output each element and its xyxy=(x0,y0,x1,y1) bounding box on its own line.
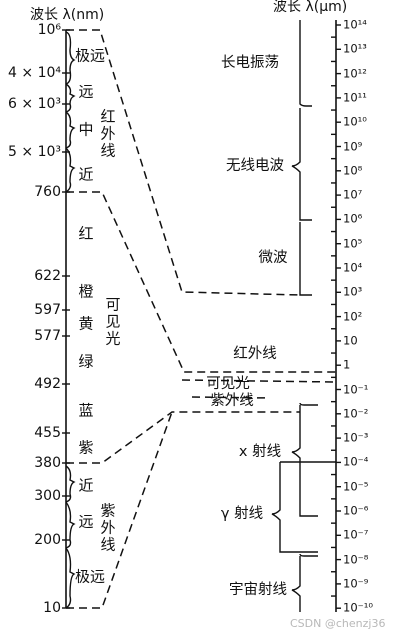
left-tick-label: 455 xyxy=(34,425,61,441)
dash-ir-visible xyxy=(66,191,336,373)
right-tick-label: 10⁻⁷ xyxy=(343,527,369,542)
brace-ir-mid xyxy=(65,111,76,149)
dash-visible-violet xyxy=(191,396,271,399)
region-microwave: 微波 xyxy=(258,249,288,266)
region-radio: 无线电波 xyxy=(226,157,284,174)
left-tick-label: 577 xyxy=(34,328,61,344)
brace-right-gamma xyxy=(271,461,336,553)
brace-uv-far xyxy=(65,501,76,549)
right-tick-label: 10⁴ xyxy=(343,260,363,275)
right-tick-label: 10¹⁴ xyxy=(343,17,367,32)
band-uv-far: 远 xyxy=(78,512,94,531)
dash-uv-bottom xyxy=(66,411,173,609)
band-red: 红 xyxy=(78,224,94,243)
brace-right-xray xyxy=(291,402,318,517)
brace-ir-far xyxy=(65,31,76,85)
right-tick-label: 10⁻¹ xyxy=(343,381,369,396)
band-ir-mid-far: 远 xyxy=(78,82,94,101)
dash-visible-uv xyxy=(66,411,300,464)
brace-ir-mid-far xyxy=(65,83,76,113)
left-tick-label: 380 xyxy=(34,455,61,471)
right-tick-label: 10⁻¹⁰ xyxy=(343,600,373,615)
left-tick-label: 6 × 10³ xyxy=(8,96,61,112)
right-tick-label: 10 xyxy=(343,333,358,348)
ultraviolet-label-left: 紫外线 xyxy=(98,502,117,554)
left-tick-label: 597 xyxy=(34,302,61,318)
band-uv-near: 近 xyxy=(78,476,94,495)
band-green: 绿 xyxy=(78,352,94,371)
right-tick-label: 10⁹ xyxy=(343,138,363,153)
right-tick-label: 10³ xyxy=(343,284,363,299)
left-tick-label: 300 xyxy=(34,488,61,504)
right-tick-label: 10⁸ xyxy=(343,163,363,178)
left-tick-label: 10⁶ xyxy=(37,22,61,38)
band-orange: 橙 xyxy=(78,282,94,301)
region-cosmic: 宇宙射线 xyxy=(229,581,287,598)
dash-visible-red xyxy=(181,379,337,383)
region-long-wave: 长电振荡 xyxy=(221,54,279,71)
band-violet: 紫 xyxy=(78,438,94,457)
left-tick-label: 4 × 10⁴ xyxy=(8,65,61,81)
right-axis-title: 波长 λ(μm) xyxy=(273,0,348,15)
watermark: CSDN @chenzj36 xyxy=(290,617,386,630)
left-tick-label: 492 xyxy=(34,376,61,392)
right-tick-label: 10⁻³ xyxy=(343,430,369,445)
visible-label-left: 可见光 xyxy=(103,296,122,348)
band-ir-far: 极远 xyxy=(74,46,106,65)
right-tick-label: 10¹³ xyxy=(343,41,367,56)
right-tick-label: 10⁻⁸ xyxy=(343,551,369,566)
left-tick-label: 760 xyxy=(34,184,61,200)
right-tick-label: 10⁻⁶ xyxy=(343,503,369,518)
band-yellow: 黄 xyxy=(78,314,94,333)
right-tick-label: 10⁻⁵ xyxy=(343,478,369,493)
brace-uv-near xyxy=(65,465,76,503)
region-visible: 可见光 xyxy=(206,375,250,392)
brace-uv-extreme xyxy=(65,547,76,609)
region-xray: x 射线 xyxy=(238,443,282,460)
left-axis-title: 波长 λ(nm) xyxy=(30,7,105,23)
band-blue: 蓝 xyxy=(78,401,94,420)
brace-right-cosmic xyxy=(291,553,318,612)
brace-right-microwave xyxy=(299,222,312,296)
right-tick-label: 10⁻⁴ xyxy=(343,454,369,469)
brace-right-longwave xyxy=(299,20,312,107)
right-tick-label: 10² xyxy=(343,308,363,323)
infrared-label-left: 红外线 xyxy=(98,108,117,160)
left-tick-label: 200 xyxy=(34,532,61,548)
right-tick-label: 10⁻² xyxy=(343,406,369,421)
left-tick-label: 622 xyxy=(34,268,61,284)
left-tick-label: 5 × 10³ xyxy=(8,144,61,160)
region-gamma: γ 射线 xyxy=(220,505,264,522)
band-ir-near: 近 xyxy=(78,165,94,184)
dash-ir-top xyxy=(66,29,301,296)
region-infrared: 红外线 xyxy=(233,345,277,362)
right-tick-label: 10¹² xyxy=(343,65,367,80)
right-tick-label: 10¹¹ xyxy=(343,90,367,105)
band-uv-extreme: 极远 xyxy=(74,567,106,586)
right-tick-label: 10¹⁰ xyxy=(343,114,367,129)
region-ultraviolet: 紫外线 xyxy=(210,392,254,409)
right-tick-label: 1 xyxy=(343,357,351,372)
right-tick-label: 10⁷ xyxy=(343,187,363,202)
band-ir-mid: 中 xyxy=(78,120,94,139)
right-tick-label: 10⁶ xyxy=(343,211,363,226)
brace-right-radio xyxy=(291,108,312,221)
right-tick-label: 10⁵ xyxy=(343,235,363,250)
left-tick-label: 10 xyxy=(43,600,61,616)
brace-ir-near xyxy=(65,147,76,193)
right-tick-label: 10⁻⁹ xyxy=(343,576,369,591)
